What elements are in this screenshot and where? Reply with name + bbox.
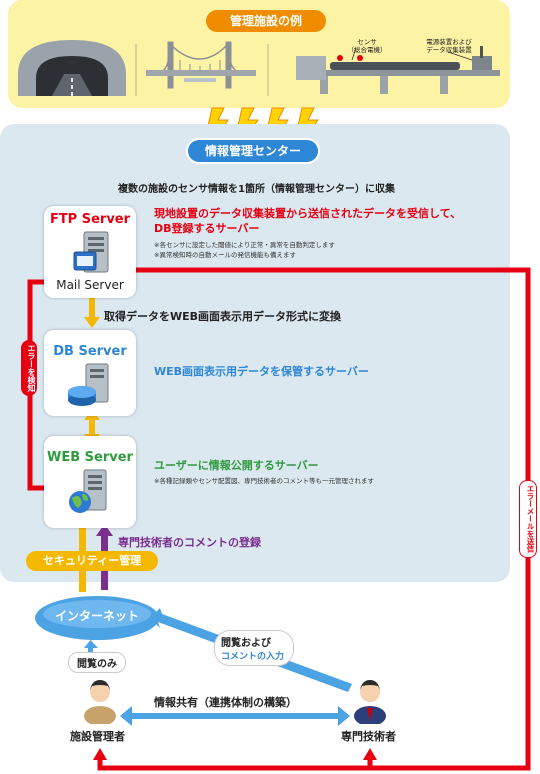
convert-label: 取得データをWEB画面表示用データ形式に変換	[104, 310, 342, 323]
web-server-title: WEB Server	[47, 450, 133, 465]
tunnel-icon	[18, 40, 126, 96]
security-badge: セキュリティー管理	[26, 551, 158, 571]
internet-cloud-icon	[35, 596, 159, 640]
center-summary: 複数の施設のセンサ情報を1箇所（情報管理センター）に収集	[118, 184, 395, 195]
db-server-desc: WEB画面表示用データを保管するサーバー	[154, 365, 369, 378]
view-input-line1: 閲覧および	[221, 638, 271, 649]
ftp-server-title: FTP Server	[49, 212, 131, 227]
database-server-icon	[68, 363, 109, 406]
web-server-desc: ユーザーに情報公開するサーバー	[154, 459, 319, 472]
expert-avatar	[354, 680, 386, 724]
db-server-title: DB Server	[53, 344, 127, 359]
facility-manager-label: 施設管理者	[70, 730, 125, 743]
expert-label: 専門技術者	[341, 730, 396, 743]
info-share-label: 情報共有（連携体制の構築）	[154, 696, 297, 709]
view-input-bubble: 閲覧および コメントの入力	[214, 630, 294, 666]
error-detect-label: エラーを検知	[21, 340, 37, 396]
facility-manager-avatar	[84, 680, 116, 724]
center-title: 情報管理センター	[188, 140, 318, 162]
viaduct-icon	[296, 46, 500, 94]
web-server-icon	[69, 469, 107, 513]
web-server-notes: ※各種記録類やセンサ配置図、専門技術者のコメント等も一元管理されます	[154, 477, 374, 485]
error-mail-label: エラーメールを送信	[519, 480, 537, 558]
internet-label: インターネット	[54, 609, 139, 623]
sensor-label: センサ （総合電機）	[347, 38, 387, 54]
comment-registration-label: 専門技術者のコメントの登録	[118, 536, 261, 549]
view-input-line2: コメントの入力	[221, 652, 285, 662]
facility-examples-title: 管理施設の例	[206, 10, 326, 32]
ftp-server-desc: 現地設置のデータ収集装置から送信されたデータを受信して、 DB登録するサーバー	[154, 207, 462, 235]
ftp-server-notes: ※各センサに設定した閾値により正常・異常を自動判定します ※異常検知時の自動メー…	[154, 241, 335, 259]
facility-illustrations	[18, 40, 500, 96]
view-only-bubble: 閲覧のみ	[68, 652, 126, 673]
mail-server-title: Mail Server	[56, 278, 124, 292]
collector-label: 電源装置および データ収集装置	[426, 38, 472, 54]
server-icon	[73, 231, 109, 273]
bridge-icon	[145, 41, 257, 89]
